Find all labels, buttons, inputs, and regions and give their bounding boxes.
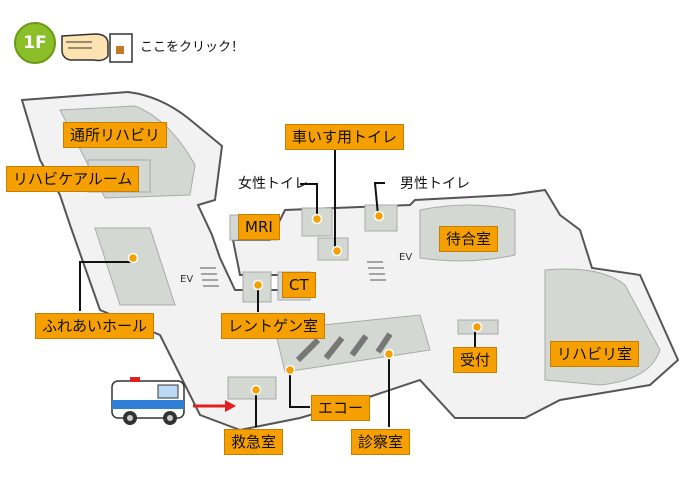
elevator-label-west: EV <box>180 274 194 285</box>
label-xray-room[interactable]: レントゲン室 <box>221 313 326 339</box>
fureai-area <box>94 227 176 306</box>
label-rehab-room[interactable]: リハビリ室 <box>550 341 640 367</box>
pointing-hand-icon <box>61 33 133 63</box>
label-women-toilet[interactable]: 女性トイレ <box>238 176 308 192</box>
label-mri[interactable]: MRI <box>238 214 280 240</box>
ambulance-icon <box>111 377 185 425</box>
elevator-label-east: EV <box>399 252 413 263</box>
label-rehab-care-room[interactable]: リハビケアルーム <box>6 166 140 192</box>
label-exam-room[interactable]: 診察室 <box>351 429 411 455</box>
label-reception[interactable]: 受付 <box>453 347 498 373</box>
label-wheelchair-toilet[interactable]: 車いす用トイレ <box>285 124 405 150</box>
click-hint: ここをクリック！ <box>140 40 245 55</box>
label-ct[interactable]: CT <box>282 272 316 298</box>
label-emergency-room[interactable]: 救急室 <box>224 429 284 455</box>
label-waiting-room[interactable]: 待合室 <box>439 226 499 252</box>
label-tsusho-rehab[interactable]: 通所リハビリ <box>63 122 168 148</box>
label-men-toilet[interactable]: 男性トイレ <box>400 176 470 192</box>
red-arrow-icon <box>193 400 236 412</box>
label-fureai-hall[interactable]: ふれあいホール <box>35 313 155 339</box>
floor-badge: 1F <box>14 22 56 64</box>
label-echo[interactable]: エコー <box>311 395 371 421</box>
